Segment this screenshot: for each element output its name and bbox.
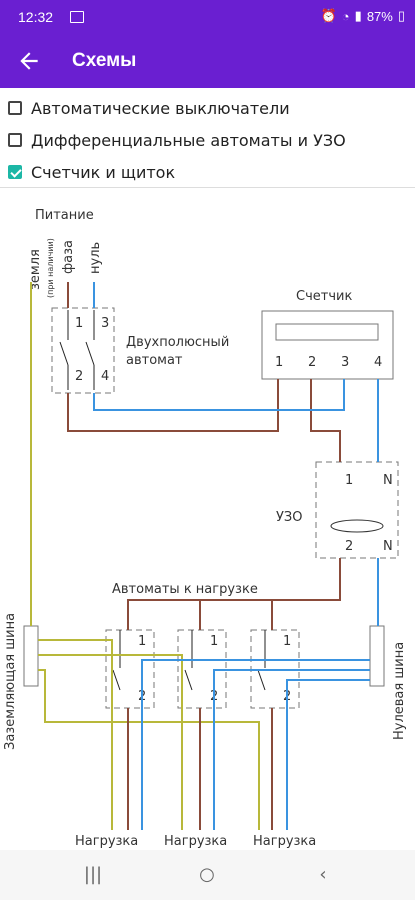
app-bar: Схемы [0,34,415,88]
phase-wire [127,558,341,630]
rcd-box [315,461,399,559]
divider [0,187,415,188]
alarm-icon: ⏰ [320,8,337,23]
pole-mark: 1 [75,316,83,331]
filter-label: Автоматические выключатели [31,98,290,118]
phase-wire [67,379,279,432]
load-label: Нагрузка [164,834,227,849]
earth-wire [38,654,183,830]
power-label: Питание [35,208,94,223]
battery-percent: 87% [366,8,393,24]
meter-terminal: 1 [275,355,283,370]
pole-mark: N [383,473,393,488]
filter-label: Счетчик и щиток [31,162,176,182]
load-breaker [177,629,227,709]
load-label: Нагрузка [75,834,138,849]
wifi-icon: ◔ [341,8,350,24]
checkbox[interactable] [8,101,22,115]
rcd-coil [330,519,384,533]
signal-icon: ▮ [354,8,362,23]
pole-mark: 1 [210,634,218,649]
meter-terminal: 3 [341,355,349,370]
recent-apps-icon[interactable]: ||| [83,864,103,885]
home-icon[interactable]: ○ [199,864,215,885]
pole-line [257,669,266,691]
filter-label: Дифференциальные автоматы и УЗО [31,130,346,150]
filter-item-breakers[interactable]: Автоматические выключатели [0,92,415,124]
pole-line [112,669,121,691]
system-nav-bar: ||| ○ ‹ [0,850,415,900]
earth-bus-label: Заземляющая шина [3,613,18,750]
meter-terminal: 4 [374,355,382,370]
wiring-diagram: Питание земля (при наличии) фаза нуль 1 … [3,208,407,849]
earth-bus [23,625,39,687]
pole-mark: 3 [101,316,109,331]
pole-line [85,341,95,366]
meter-terminal: 2 [308,355,316,370]
pole-mark: 2 [75,369,83,384]
load-breakers-label: Автоматы к нагрузке [112,582,258,597]
pole-mark: N [383,539,393,554]
back-arrow-icon[interactable] [16,48,42,74]
rcd-label: УЗО [276,510,303,525]
filter-item-meter[interactable]: Счетчик и щиток [0,156,415,188]
neutral-bus [369,625,385,687]
battery-icon: ▯ [397,8,405,23]
pole-mark: 1 [138,634,146,649]
status-bar: 12:32 ⏰ ◔ ▮ 87% ▯ [0,0,415,34]
pole-mark: 4 [101,369,109,384]
back-nav-icon[interactable]: ‹ [319,864,327,885]
checkbox[interactable] [8,133,22,147]
neutral-label: нуль [88,242,103,274]
phase-wire [310,379,341,462]
status-time: 12:32 [18,9,54,25]
meter-label: Счетчик [296,289,352,304]
status-icons: ⏰ ◔ ▮ 87% ▯ [321,8,405,24]
earth-wire [38,639,113,830]
pole-line [184,669,193,691]
page-title: Схемы [72,50,137,71]
load-breaker [105,629,155,709]
checkbox-checked[interactable] [8,165,22,179]
load-label: Нагрузка [253,834,316,849]
gallery-icon [70,11,84,23]
filter-item-rcd[interactable]: Дифференциальные автоматы и УЗО [0,124,415,156]
breaker-label: автомат [126,353,183,368]
pole-mark: 1 [283,634,291,649]
pole-line [59,341,69,366]
filter-list: Автоматические выключатели Дифференциаль… [0,92,415,188]
neutral-wire [286,679,370,830]
earth-wire [38,669,260,830]
two-pole-breaker [51,307,115,394]
pole-mark: 2 [345,539,353,554]
pole-mark: 1 [345,473,353,488]
neutral-wire [141,659,370,830]
meter-display [275,323,379,341]
neutral-wire [93,379,345,411]
neutral-bus-label: Нулевая шина [392,642,407,740]
neutral-wire [213,669,370,830]
phase-label: фаза [61,240,76,274]
breaker-label: Двухполюсный [126,335,229,350]
earth-note: (при наличии) [46,238,55,298]
earth-label: земля [28,249,43,290]
meter-box [261,310,394,380]
